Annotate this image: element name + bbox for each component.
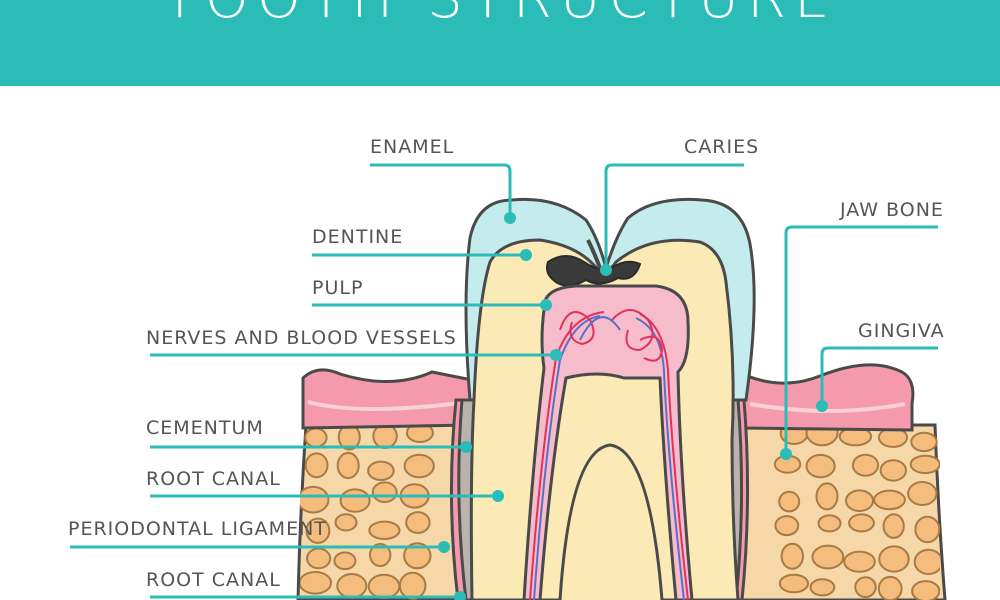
bone-cell (809, 578, 836, 597)
bone-cell (403, 453, 435, 479)
bone-cell (398, 571, 427, 600)
label-jaw-bone: JAW BONE (840, 199, 944, 221)
bone-cell (843, 550, 876, 573)
label-caries: CARIES (684, 136, 760, 158)
bone-cell (339, 488, 371, 513)
label-root-canal-lower: ROOT CANAL (146, 569, 281, 591)
bone-cell (854, 576, 877, 598)
bone-cell (817, 514, 842, 533)
bone-cell (910, 431, 938, 453)
bone-cell (304, 427, 328, 448)
bone-cell (369, 543, 392, 567)
leader-lines (70, 163, 938, 599)
bone-cell (336, 451, 360, 480)
bone-cell (848, 513, 875, 533)
label-gingiva: GINGIVA (858, 320, 945, 342)
bone-cell (304, 452, 329, 479)
tooth (457, 197, 756, 600)
bone-cell (877, 575, 903, 600)
label-pulp: PULP (312, 277, 364, 299)
label-nerves-and-blood-vessels: NERVES AND BLOOD VESSELS (146, 327, 457, 349)
leader-dots (438, 212, 828, 600)
bone-cell (371, 481, 398, 504)
bone-cell (914, 515, 940, 544)
bone-cell (815, 482, 839, 511)
bone-cell (851, 453, 880, 477)
bone-cell (911, 580, 940, 600)
bone-cell (913, 548, 940, 575)
bone-cell (367, 573, 401, 600)
bone-cell (878, 545, 910, 573)
label-root-canal: ROOT CANAL (146, 468, 281, 490)
pulp (522, 284, 694, 600)
bone-cell (300, 571, 333, 595)
bone-cell (811, 544, 845, 570)
bone-cell (333, 551, 357, 571)
bone-cell (778, 573, 810, 594)
bone-cell (306, 547, 332, 570)
bone-cell (780, 542, 804, 570)
bone-cell (907, 481, 938, 506)
diagram-title: TOOTH STRUCTURE (0, 0, 1000, 31)
bone-cell (334, 513, 358, 532)
bone-cell (805, 453, 836, 479)
bone-cell (879, 459, 907, 482)
bone-cell (336, 573, 368, 599)
caries (546, 255, 642, 287)
bone-cell (405, 511, 431, 534)
bone-cell (305, 517, 331, 544)
label-enamel: ENAMEL (370, 136, 455, 158)
bone-cell (882, 513, 905, 539)
bone-cell (367, 460, 395, 481)
bone-cell (873, 489, 906, 511)
title-banner: TOOTH STRUCTURE (0, 0, 1000, 86)
bone-cell (909, 454, 940, 475)
label-cementum: CEMENTUM (146, 417, 264, 439)
gingiva (301, 363, 915, 432)
bone-cell (778, 490, 801, 513)
bone-cell (774, 515, 800, 537)
bone-cell (403, 542, 432, 570)
label-dentine: DENTINE (312, 226, 404, 248)
bone-cell (368, 520, 401, 540)
bone-cell (300, 485, 330, 514)
label-periodontal-ligament: PERIODONTAL LIGAMENT (68, 518, 327, 540)
nerves-and-blood-vessels (529, 309, 689, 600)
bone-cell (845, 489, 874, 513)
